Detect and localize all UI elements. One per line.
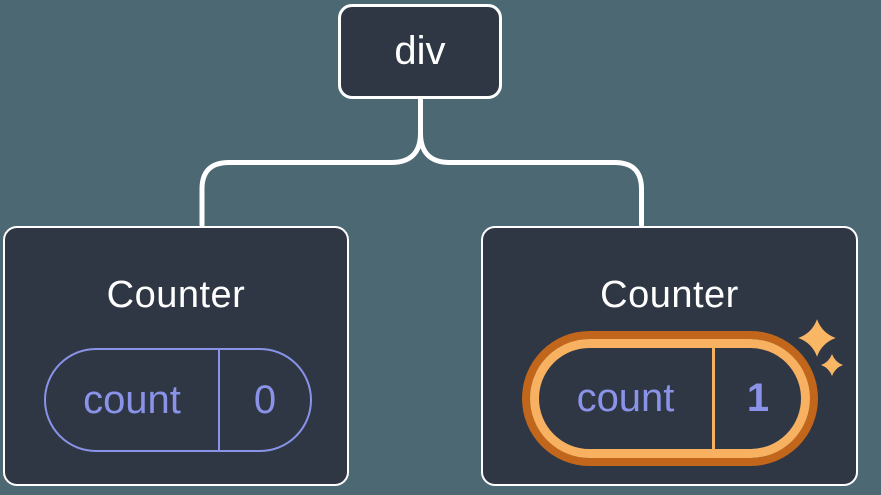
component-title: Counter [106,274,246,316]
counter-card-left: Counter count 0 [3,226,349,486]
root-node-div: div [338,4,502,99]
state-name-label: count [539,348,715,449]
state-name-label: count [46,350,220,450]
state-value-label: 1 [746,376,770,420]
state-pill-count-left: count 0 [44,348,312,452]
state-value-label: 0 [253,377,277,422]
counter-card-right: Counter count 1 [481,226,858,486]
root-node-label: div [394,29,446,73]
state-pill-count-right-highlighted: count 1 [530,339,810,458]
component-title: Counter [600,274,739,316]
